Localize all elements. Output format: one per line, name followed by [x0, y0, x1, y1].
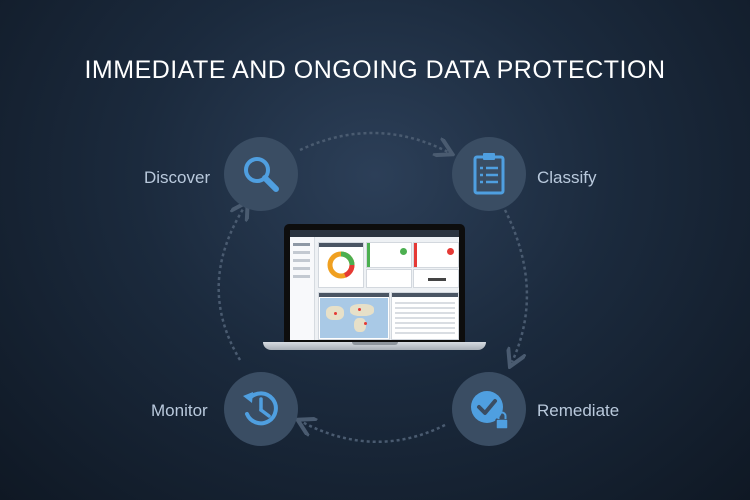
remediate-label: Remediate — [537, 401, 620, 420]
stat-card-small-left — [366, 269, 412, 288]
clipboard-icon — [473, 153, 505, 195]
classify-circle — [452, 137, 526, 211]
dashboard-topbar — [290, 230, 459, 237]
arrow-classify-to-remediate — [503, 209, 529, 362]
map-panel — [318, 292, 390, 340]
table-panel — [391, 292, 459, 340]
page-title: IMMEDIATE AND ONGOING DATA PROTECTION — [84, 56, 666, 84]
donut-chart — [327, 251, 355, 279]
magnifier-icon — [244, 157, 279, 192]
classify-label: Classify — [537, 168, 597, 187]
stat-card-red — [413, 242, 459, 268]
remediate-circle — [452, 372, 526, 446]
donut-panel — [318, 242, 364, 288]
stat-card-small-right — [413, 269, 459, 288]
arrow-monitor-to-discover — [217, 206, 245, 361]
laptop-screen — [284, 224, 465, 342]
monitor-label: Monitor — [151, 401, 208, 420]
check-lock-icon — [471, 391, 509, 430]
stat-card-green — [366, 242, 412, 268]
monitor-circle — [224, 372, 298, 446]
world-map — [320, 298, 388, 338]
discover-circle — [224, 137, 298, 211]
laptop-base — [263, 342, 486, 350]
discover-label: Discover — [144, 168, 211, 187]
laptop-notch — [352, 342, 398, 345]
clock-history-icon — [243, 391, 278, 426]
dashboard-sidebar — [290, 237, 315, 340]
arrow-remediate-to-monitor — [302, 422, 446, 444]
dashboard-display — [290, 230, 459, 340]
arrow-discover-to-classify — [299, 131, 448, 152]
